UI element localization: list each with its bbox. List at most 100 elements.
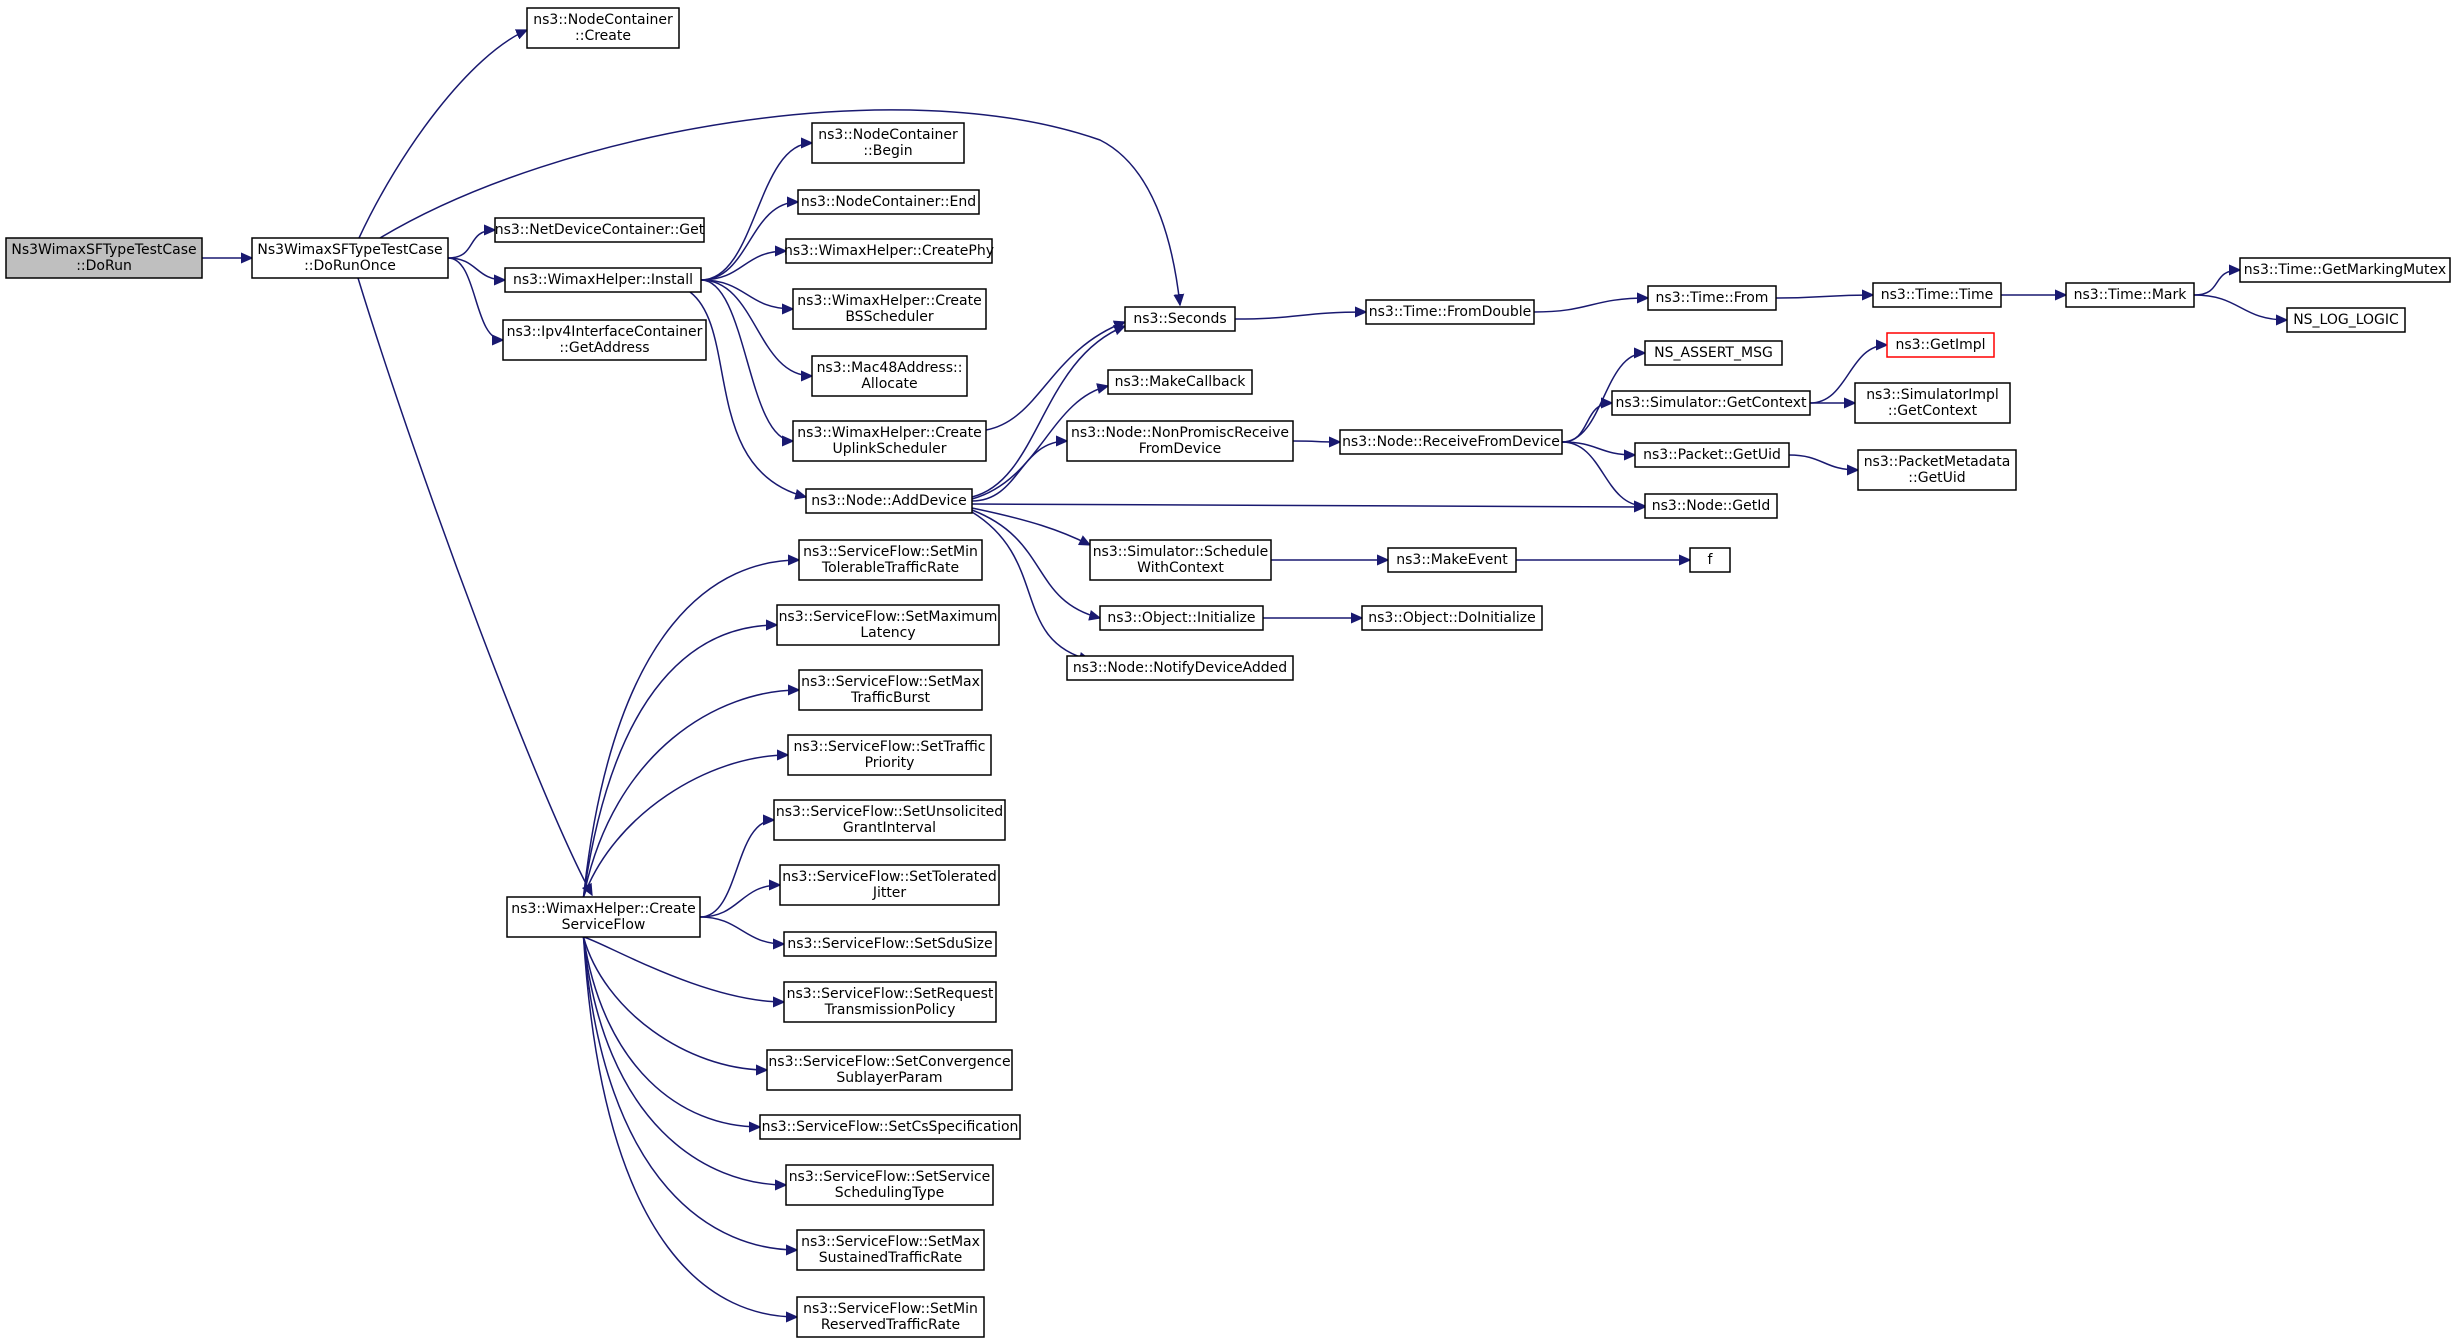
node-obj_doinit[interactable]: ns3::Object::DoInitialize <box>1361 605 1543 631</box>
node-sf_sched[interactable]: ns3::ServiceFlow::SetServiceSchedulingTy… <box>785 1164 994 1206</box>
edge-wh_createsf-to-sf_unsolicited <box>699 820 774 918</box>
node-box <box>5 237 203 279</box>
node-time_fromdouble[interactable]: ns3::Time::FromDouble <box>1365 299 1535 325</box>
node-sim_getcontext[interactable]: ns3::Simulator::GetContext <box>1611 390 1811 416</box>
node-label: TrafficBurst <box>850 690 931 706</box>
node-label: NS_ASSERT_MSG <box>1654 345 1773 361</box>
node-label: ns3::ServiceFlow::SetTraffic <box>794 739 986 755</box>
node-label: ns3::MakeEvent <box>1396 552 1508 568</box>
node-box <box>1124 306 1236 332</box>
node-obj_init[interactable]: ns3::Object::Initialize <box>1099 605 1264 631</box>
edge-layer <box>201 29 2287 1317</box>
node-time_from[interactable]: ns3::Time::From <box>1647 285 1777 311</box>
node-label: NS_LOG_LOGIC <box>2293 312 2399 328</box>
node-mac48_alloc[interactable]: ns3::Mac48Address::Allocate <box>811 355 968 397</box>
node-box <box>787 734 992 776</box>
node-sf_sdusize[interactable]: ns3::ServiceFlow::SetSduSize <box>783 931 997 957</box>
node-pmeta_getuid[interactable]: ns3::PacketMetadata::GetUid <box>1857 449 2017 491</box>
node-sf_minres[interactable]: ns3::ServiceFlow::SetMinReservedTrafficR… <box>796 1296 985 1338</box>
node-label: f <box>1708 552 1714 568</box>
node-label: Allocate <box>861 376 917 392</box>
node-box <box>2286 307 2406 333</box>
node-label: ns3::Object::DoInitialize <box>1368 610 1535 626</box>
edge-wh_install-to-wh_createphy <box>700 251 786 281</box>
node-time_mark[interactable]: ns3::Time::Mark <box>2065 282 2195 308</box>
node-dorunonce[interactable]: Ns3WimaxSFTypeTestCase::DoRunOnce <box>251 237 449 279</box>
node-ns_assert[interactable]: NS_ASSERT_MSG <box>1644 340 1783 366</box>
node-seconds[interactable]: ns3::Seconds <box>1124 306 1236 332</box>
node-box <box>785 238 993 264</box>
node-label: ::DoRun <box>76 258 132 274</box>
node-box <box>1647 285 1777 311</box>
edge-wh_createsf-to-sf_maxlat <box>582 625 778 898</box>
node-label: ReservedTrafficRate <box>821 1317 960 1333</box>
node-box <box>1689 547 1731 573</box>
node-wh_install[interactable]: ns3::WimaxHelper::Install <box>504 267 702 293</box>
edge-dorunonce-to-wh_createsf <box>357 277 592 895</box>
node-wh_createphy[interactable]: ns3::WimaxHelper::CreatePhy <box>784 238 994 264</box>
node-f[interactable]: f <box>1689 547 1731 573</box>
node-node_adddevice[interactable]: ns3::Node::AddDevice <box>805 488 973 514</box>
node-label: ns3::Time::GetMarkingMutex <box>2244 262 2446 278</box>
node-label: ns3::ServiceFlow::SetMin <box>803 1301 978 1317</box>
node-label: ns3::ServiceFlow::SetMax <box>801 1234 980 1250</box>
node-nc_create[interactable]: ns3::NodeContainer::Create <box>526 7 680 49</box>
node-time_time[interactable]: ns3::Time::Time <box>1872 282 2002 308</box>
node-label: FromDevice <box>1139 441 1222 457</box>
edge-wh_install-to-mac48_alloc <box>700 279 812 376</box>
node-sf_maxsust[interactable]: ns3::ServiceFlow::SetMaxSustainedTraffic… <box>796 1229 985 1271</box>
node-ndc_get[interactable]: ns3::NetDeviceContainer::Get <box>494 217 705 243</box>
node-label: Ns3WimaxSFTypeTestCase <box>257 242 442 258</box>
edge-wh_createsf-to-sf_jitter <box>699 885 780 918</box>
node-getimpl[interactable]: ns3::GetImpl <box>1886 332 1995 358</box>
node-label: ns3::WimaxHelper::CreatePhy <box>784 243 994 259</box>
node-sf_reqtx[interactable]: ns3::ServiceFlow::SetRequestTransmission… <box>783 981 997 1023</box>
edge-node_adddevice-to-node_getid <box>971 504 1645 507</box>
node-makeevent[interactable]: ns3::MakeEvent <box>1387 547 1517 573</box>
node-sf_csspec[interactable]: ns3::ServiceFlow::SetCsSpecification <box>759 1114 1021 1140</box>
node-node_getid[interactable]: ns3::Node::GetId <box>1644 493 1778 519</box>
node-label: ns3::ServiceFlow::SetMaximum <box>779 609 998 625</box>
edge-wh_createsf-to-sf_maxsust <box>582 936 798 1250</box>
node-recv_from_dev[interactable]: ns3::Node::ReceiveFromDevice <box>1339 429 1563 455</box>
node-box <box>1857 449 2017 491</box>
node-label: ns3::Object::Initialize <box>1107 610 1255 626</box>
node-sf_convergence[interactable]: ns3::ServiceFlow::SetConvergenceSublayer… <box>766 1049 1013 1091</box>
node-label: ::GetAddress <box>559 340 649 356</box>
node-box <box>773 799 1006 841</box>
node-label: Priority <box>865 755 915 771</box>
node-label: TolerableTrafficRate <box>821 560 959 576</box>
edge-wh_createsf-to-sf_minrate <box>582 560 800 898</box>
node-packet_getuid[interactable]: ns3::Packet::GetUid <box>1634 442 1790 468</box>
edge-dorunonce-to-ndc_get <box>447 230 495 259</box>
node-label: ns3::ServiceFlow::SetMin <box>803 544 978 560</box>
node-nc_end[interactable]: ns3::NodeContainer::End <box>797 189 980 215</box>
node-ns_log_logic[interactable]: NS_LOG_LOGIC <box>2286 307 2406 333</box>
node-nc_begin[interactable]: ns3::NodeContainer::Begin <box>811 122 965 164</box>
node-box <box>1107 369 1253 395</box>
node-ipv4_getaddr[interactable]: ns3::Ipv4InterfaceContainer::GetAddress <box>502 319 707 361</box>
node-box <box>1634 442 1790 468</box>
node-label: ns3::ServiceFlow::SetUnsolicited <box>776 804 1003 820</box>
edge-time_mark-to-time_mutex <box>2193 270 2240 296</box>
node-label: ns3::ServiceFlow::SetRequest <box>787 986 994 1002</box>
node-notify_added[interactable]: ns3::Node::NotifyDeviceAdded <box>1066 655 1294 681</box>
node-makecallback[interactable]: ns3::MakeCallback <box>1107 369 1253 395</box>
node-sf_minrate[interactable]: ns3::ServiceFlow::SetMinTolerableTraffic… <box>798 539 983 581</box>
node-time_mutex[interactable]: ns3::Time::GetMarkingMutex <box>2239 257 2451 283</box>
node-sf_unsolicited[interactable]: ns3::ServiceFlow::SetUnsolicitedGrantInt… <box>773 799 1006 841</box>
node-box <box>1854 382 2011 424</box>
node-label: ::GetUid <box>1908 470 1965 486</box>
node-label: ::Begin <box>863 143 912 159</box>
edge-wh_createsf-to-sf_reqtx <box>583 936 785 1002</box>
node-simimpl_getcontext[interactable]: ns3::SimulatorImpl::GetContext <box>1854 382 2011 424</box>
